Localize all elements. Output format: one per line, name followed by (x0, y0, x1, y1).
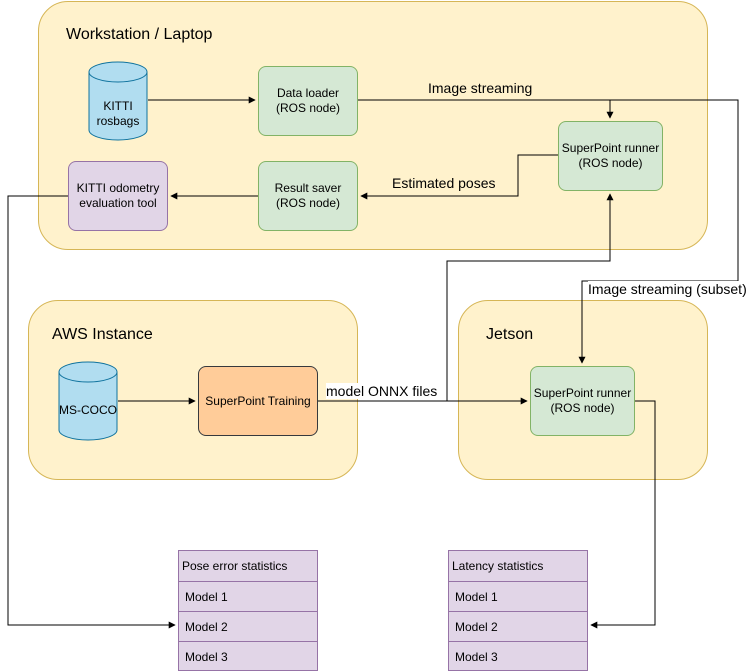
superpoint-runner-jetson-node: SuperPoint runner (ROS node) (530, 366, 635, 436)
pose-error-table: Pose error statistics Model 1 Model 2 Mo… (178, 550, 318, 671)
workstation-group-title: Workstation / Laptop (66, 26, 213, 43)
database-cylinder-icon (58, 361, 118, 441)
database-cylinder-icon (88, 61, 148, 141)
latency-table: Latency statistics Model 1 Model 2 Model… (448, 550, 588, 671)
table-row: Model 3 (179, 641, 317, 671)
edge-stream-to-jetson (578, 99, 739, 364)
ms-coco-database: MS-COCO (58, 361, 118, 441)
result-saver-node: Result saver (ROS node) (258, 161, 358, 231)
edge-data-loader-to-runner (358, 99, 614, 119)
superpoint-training-node: SuperPoint Training (198, 366, 318, 436)
kitti-rosbags-database: KITTI rosbags (88, 61, 148, 141)
table-row: Model 2 (449, 611, 587, 641)
table-row: Model 1 (449, 581, 587, 611)
table-row: Model 3 (449, 641, 587, 671)
jetson-group-title: Jetson (486, 326, 534, 343)
ms-coco-label: MS-COCO (59, 403, 117, 417)
edge-runner-to-result-saver (360, 154, 558, 200)
table-row: Model 2 (179, 611, 317, 641)
pose-error-table-title: Pose error statistics (182, 559, 288, 573)
label-estimated-poses: Estimated poses (392, 175, 496, 191)
data-loader-node: Data loader (ROS node) (258, 66, 358, 136)
latency-table-title: Latency statistics (452, 559, 544, 573)
label-image-streaming: Image streaming (428, 80, 533, 96)
edge-onnx-to-ws-runner (446, 193, 614, 401)
table-row: Model 1 (179, 581, 317, 611)
edge-jetson-to-latency-table (590, 400, 656, 629)
label-image-streaming-subset: Image streaming (subset) (588, 281, 747, 297)
superpoint-runner-ws-node: SuperPoint runner (ROS node) (558, 121, 663, 191)
label-model-onnx: model ONNX files (326, 383, 438, 399)
aws-group-title: AWS Instance (52, 326, 153, 343)
edge-eval-to-pose-table (7, 195, 176, 629)
kitti-rosbags-label: KITTI rosbags (96, 99, 140, 128)
kitti-eval-node: KITTI odometry evaluation tool (68, 161, 168, 231)
